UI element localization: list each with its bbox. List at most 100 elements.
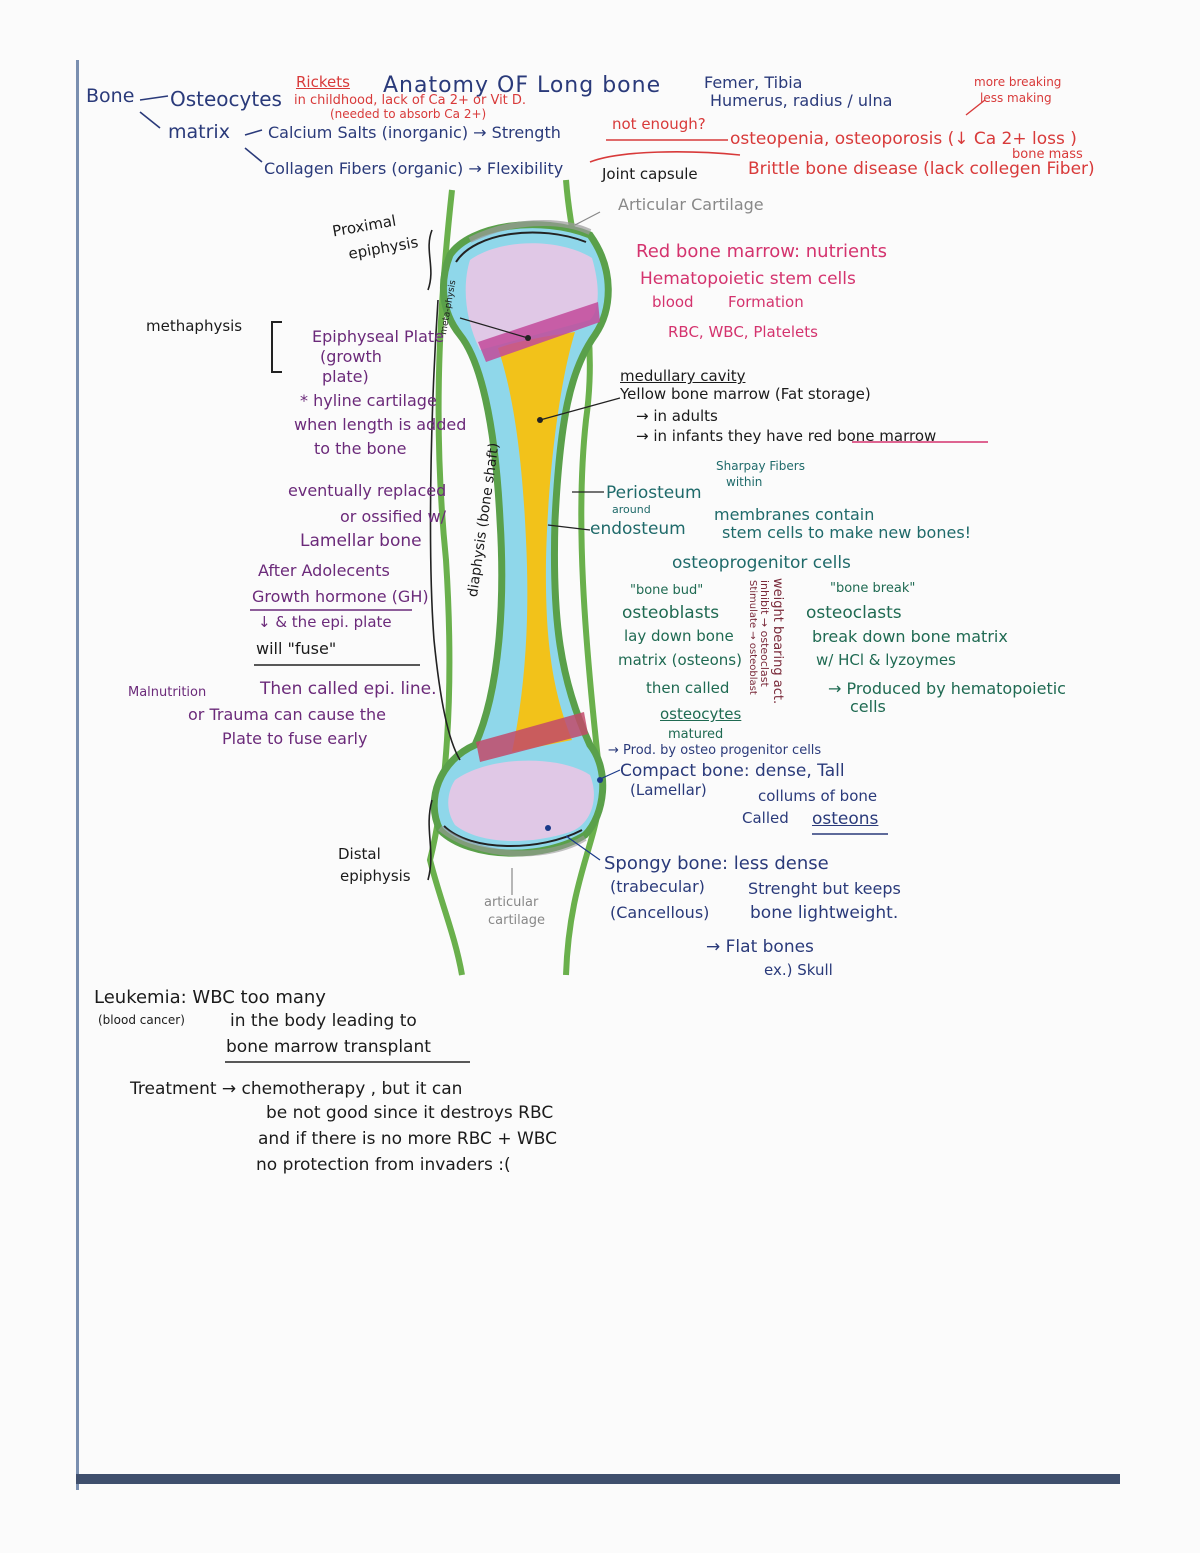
formation-label: Formation (728, 293, 804, 311)
within-label: within (726, 475, 763, 489)
treatment-line-1: Treatment → chemotherapy , but it can (130, 1079, 463, 1099)
the-epi-plate: ↓ & the epi. plate (258, 613, 392, 631)
epiphyseal-line-distal (476, 712, 588, 762)
osteopenia-osteoporosis: osteopenia, osteoporosis (↓ Ca 2+ loss ) (730, 129, 1077, 149)
break-down-matrix: break down bone matrix (812, 627, 1008, 646)
joint-capsule-label: Joint capsule (602, 165, 698, 183)
articular-cartilage-top: Articular Cartilage (618, 195, 764, 214)
osteocytes-right: osteocytes (660, 705, 742, 723)
trauma-cause: or Trauma can cause the (188, 705, 386, 724)
growth-hormone: Growth hormone (GH) (252, 587, 429, 606)
femur-tibia: Femer, Tibia (704, 73, 803, 92)
epiphyseal-plate-label: Epiphyseal Plate (312, 327, 445, 346)
epi-line: Then called epi. line. (260, 679, 437, 699)
growth-label: (growth (320, 347, 382, 366)
collagen-fibers: Collagen Fibers (organic) → Flexibility (264, 159, 564, 178)
length-added-2: to the bone (314, 439, 407, 458)
osteoclasts-label: osteoclasts (806, 603, 902, 623)
lamellar-bone: Lamellar bone (300, 531, 422, 551)
plate-fuse-early: Plate to fuse early (222, 729, 368, 748)
in-infants: → in infants they have red bone marrow (636, 427, 937, 445)
blood-cancer: (blood cancer) (98, 1013, 185, 1027)
osteons-label: osteons (812, 809, 879, 829)
produced-by-hematopoietic: → Produced by hematopoietic (828, 679, 1066, 698)
medullary-cavity (498, 332, 575, 752)
weight-bearing-vertical: weight bearing act. (770, 578, 785, 705)
after-adolescents: After Adolecents (258, 561, 390, 580)
endosteum-label: endosteum (590, 519, 686, 539)
trabecular-label: (trabecular) (610, 877, 705, 896)
cancellous-label: (Cancellous) (610, 903, 710, 922)
in-the-body: in the body leading to (230, 1011, 417, 1031)
strength-keeps: Strenght but keeps (748, 879, 901, 898)
bone-bud: "bone bud" (630, 583, 704, 598)
treatment-line-3: and if there is no more RBC + WBC (258, 1129, 558, 1149)
matrix-osteons: matrix (osteons) (618, 651, 742, 669)
distal-label: Distal (338, 845, 381, 863)
matrix-label: matrix (168, 121, 230, 143)
membranes-contain: membranes contain (714, 505, 875, 524)
bone-outer (430, 221, 612, 857)
prod-by-osteoprogenitor: → Prod. by osteo progenitor cells (608, 743, 822, 758)
eventually-replaced: eventually replaced (288, 481, 447, 500)
matured-label: matured (668, 727, 724, 742)
brittle-bone-disease: Brittle bone disease (lack collegen Fibe… (748, 159, 1095, 179)
methaphysis-label: methaphysis (146, 317, 243, 335)
margin-line (76, 60, 79, 1490)
spongy-bone: Spongy bone: less dense (604, 853, 829, 874)
periosteum-label: Periosteum (606, 483, 702, 503)
osteoblasts-label: osteoblasts (622, 603, 720, 623)
treatment-line-4: no protection from invaders :( (256, 1155, 511, 1175)
called-label: Called (742, 809, 789, 827)
osteocytes-label: Osteocytes (170, 87, 282, 111)
lay-down-bone: lay down bone (624, 627, 734, 645)
osteoprogenitor-cells: osteoprogenitor cells (672, 553, 851, 573)
not-enough: not enough? (612, 115, 706, 133)
bone-break: "bone break" (830, 581, 916, 596)
yellow-bone-marrow: Yellow bone marrow (Fat storage) (620, 385, 871, 403)
collums-of-bone: collums of bone (758, 787, 878, 805)
stem-cells-new-bones: stem cells to make new bones! (722, 523, 972, 542)
rickets-note-1: in childhood, lack of Ca 2+ or Vit D. (294, 93, 527, 108)
inhibit-osteoclast-vertical: inhibit → osteoclast (758, 580, 771, 687)
rbc-wbc-platelets: RBC, WBC, Platelets (668, 323, 818, 341)
sharpay-fibers: Sharpay Fibers (716, 459, 805, 473)
compact-bone: Compact bone: dense, Tall (620, 761, 845, 781)
rickets-note-2: (needed to absorb Ca 2+) (330, 107, 487, 121)
blood-label: blood (652, 293, 694, 311)
bone-mass: bone mass (1012, 147, 1083, 162)
bone-label: Bone (86, 85, 135, 107)
length-added-1: when length is added (294, 415, 467, 434)
stimulate-osteoblast-vertical: Stimulate → osteoblast (747, 580, 758, 695)
around-label: around (612, 503, 651, 516)
leukemia-label: Leukemia: WBC too many (94, 987, 326, 1008)
page-bottom-edge (76, 1474, 1120, 1484)
malnutrition: Malnutrition (128, 685, 207, 700)
humerus-radius-ulna: Humerus, radius / ulna (710, 91, 893, 110)
distal-epiphysis-label: epiphysis (340, 867, 411, 885)
produced-cells: cells (850, 697, 886, 716)
ossified-with: or ossified w/ (340, 507, 446, 526)
hematopoietic-stem-cells: Hematopoietic stem cells (640, 269, 856, 289)
treatment-line-2: be not good since it destroys RBC (266, 1103, 554, 1123)
lamellar-paren: (Lamellar) (630, 781, 707, 799)
medullary-cavity-label: medullary cavity (620, 367, 746, 385)
skull-example: ex.) Skull (764, 961, 833, 979)
articular-cartilage-bottom-1: articular (484, 895, 539, 910)
will-fuse: will "fuse" (256, 639, 337, 658)
joint-capsule-line-left (426, 189, 465, 976)
flat-bones: → Flat bones (706, 937, 814, 957)
in-adults: → in adults (636, 407, 718, 425)
hyline-cartilage: * hyline cartilage (300, 391, 437, 410)
page-title: Anatomy OF Long bone (383, 73, 662, 98)
then-called: then called (646, 679, 730, 697)
articular-cartilage-bottom-2: cartilage (488, 913, 545, 928)
less-making: less making (980, 91, 1052, 105)
calcium-salts: Calcium Salts (inorganic) → Strength (268, 123, 561, 142)
hcl-lyzoymes: w/ HCl & lyzoymes (816, 651, 956, 669)
plate-label: plate) (322, 367, 369, 386)
rickets-label: Rickets (296, 73, 350, 91)
red-bone-marrow: Red bone marrow: nutrients (636, 241, 887, 262)
